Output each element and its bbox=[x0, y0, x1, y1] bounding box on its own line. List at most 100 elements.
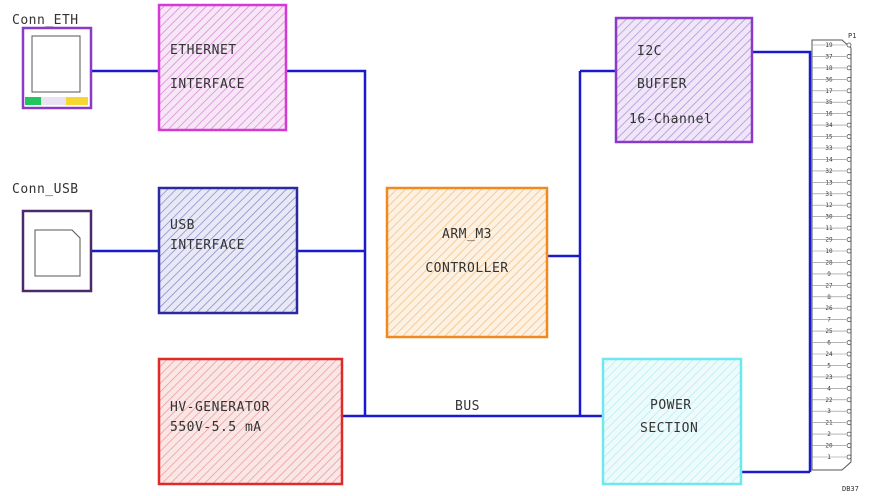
dsub-pin bbox=[846, 317, 852, 323]
dsub-pin-label: 16 bbox=[825, 111, 833, 118]
dsub-pin bbox=[846, 179, 852, 185]
arm-controller-block: ARM_M3 CONTROLLER bbox=[385, 186, 549, 339]
dsub-pin bbox=[846, 248, 852, 254]
dsub-pin-label: 6 bbox=[827, 340, 831, 347]
dsub-pin bbox=[846, 76, 852, 82]
dsub-pin bbox=[846, 454, 852, 460]
dsub-pin bbox=[846, 54, 852, 59]
dsub-pin bbox=[846, 202, 852, 208]
dsub-pin bbox=[846, 260, 852, 265]
i2c-buffer-line2: BUFFER bbox=[637, 77, 687, 92]
dsub-pin bbox=[846, 294, 852, 300]
dsub-pin bbox=[846, 420, 852, 426]
power-section-block: POWER SECTION bbox=[601, 357, 743, 486]
dsub-pin-label: 3 bbox=[827, 408, 831, 415]
dsub-pin-label: 21 bbox=[825, 420, 833, 427]
dsub-pin-label: 35 bbox=[825, 99, 833, 106]
dsub-pin bbox=[846, 237, 852, 242]
dsub-pin bbox=[846, 134, 852, 139]
dsub-pin bbox=[846, 99, 852, 105]
dsub-pin-label: 9 bbox=[827, 271, 831, 278]
dsub-pin-label: 10 bbox=[825, 248, 833, 255]
hv-generator-line2: 550V-5.5 mA bbox=[170, 420, 262, 435]
dsub-pin-label: 31 bbox=[825, 191, 833, 198]
bus-wires bbox=[91, 50, 812, 474]
dsub-pin-label: 27 bbox=[825, 282, 833, 289]
conn-eth-label: Conn_ETH bbox=[12, 13, 79, 28]
dsub-pin-label: 15 bbox=[825, 134, 833, 141]
dsub-pin-label: 1 bbox=[827, 454, 831, 461]
dsub-pin bbox=[846, 397, 852, 403]
dsub-pin bbox=[846, 225, 852, 231]
dsub-pin-label: 28 bbox=[825, 259, 833, 266]
dsub-pin-label: 37 bbox=[825, 53, 833, 60]
dsub-pin bbox=[846, 271, 852, 277]
dsub-pin-label: 22 bbox=[825, 397, 833, 404]
arm-controller-line2: CONTROLLER bbox=[425, 261, 508, 276]
dsub-pin bbox=[846, 363, 852, 368]
bus-label: BUS bbox=[455, 399, 480, 414]
dsub-pin bbox=[846, 191, 852, 197]
dsub-pin-label: 24 bbox=[825, 351, 833, 358]
dsub-part: DB37 bbox=[842, 485, 859, 493]
dsub-pin bbox=[846, 328, 852, 334]
dsub-pin bbox=[846, 65, 852, 71]
dsub-pin-label: 26 bbox=[825, 305, 833, 312]
conn-eth-icon bbox=[21, 26, 93, 110]
dsub-pin-label: 32 bbox=[825, 168, 833, 175]
dsub-pin bbox=[846, 431, 852, 437]
ethernet-interface-line2: INTERFACE bbox=[170, 77, 245, 92]
dsub-pin bbox=[846, 385, 852, 391]
usb-interface-line2: INTERFACE bbox=[170, 238, 245, 253]
dsub-pin-label: 11 bbox=[825, 225, 833, 232]
dsub-pin bbox=[846, 168, 852, 174]
dsub-pin-label: 19 bbox=[825, 42, 833, 49]
dsub-pin bbox=[846, 351, 852, 357]
arm-controller-line1: ARM_M3 bbox=[442, 227, 492, 242]
dsub-pin-label: 30 bbox=[825, 214, 833, 221]
power-section-line1: POWER bbox=[650, 398, 692, 413]
dsub-ref: P1 bbox=[848, 32, 856, 40]
dsub-pin-label: 25 bbox=[825, 328, 833, 335]
dsub-pin bbox=[846, 157, 852, 162]
dsub-pin-label: 14 bbox=[825, 156, 833, 163]
usb-interface-block: USB INTERFACE bbox=[157, 186, 299, 315]
hv-generator-block: HV-GENERATOR 550V-5.5 mA bbox=[157, 357, 344, 486]
dsub-pin bbox=[846, 374, 852, 380]
dsub-pin bbox=[846, 88, 852, 94]
dsub-pin-label: 17 bbox=[825, 88, 833, 95]
dsub-pin-label: 34 bbox=[825, 122, 833, 129]
dsub-pin bbox=[846, 305, 852, 311]
dsub-pin bbox=[846, 214, 852, 220]
i2c-buffer-line3: 16-Channel bbox=[629, 112, 712, 127]
wire-i2c-dsub bbox=[752, 50, 812, 472]
dsub-pin bbox=[846, 42, 852, 48]
dsub-pin bbox=[846, 122, 852, 128]
dsub-pin-label: 20 bbox=[825, 443, 833, 450]
dsub-pin bbox=[846, 340, 852, 345]
dsub-pin-label: 36 bbox=[825, 76, 833, 83]
hv-generator-line1: HV-GENERATOR bbox=[170, 400, 270, 415]
usb-interface-line1: USB bbox=[170, 218, 195, 233]
dsub-pin-label: 5 bbox=[827, 362, 831, 369]
dsub-pin bbox=[846, 408, 852, 414]
ethernet-interface-block: ETHERNET INTERFACE bbox=[157, 3, 288, 132]
ethernet-interface-line1: ETHERNET bbox=[170, 43, 237, 58]
wire-eth-bus bbox=[286, 69, 367, 416]
dsub-pin-label: 23 bbox=[825, 374, 833, 381]
dsub-pin bbox=[846, 145, 852, 151]
dsub-pin-label: 12 bbox=[825, 202, 833, 209]
dsub-pin-label: 2 bbox=[827, 431, 831, 438]
dsub-pin bbox=[846, 443, 852, 448]
i2c-buffer-block: I2C BUFFER 16-Channel bbox=[614, 16, 754, 144]
dsub-pin-label: 7 bbox=[827, 317, 831, 324]
dsub-connector: P1 DB37 19371836173516341533143213311230… bbox=[811, 32, 859, 493]
dsub-pin-label: 13 bbox=[825, 179, 833, 186]
dsub-pin-label: 18 bbox=[825, 65, 833, 72]
dsub-pin-label: 33 bbox=[825, 145, 833, 152]
dsub-pins: 1937183617351634153314321331123011291028… bbox=[812, 42, 852, 461]
dsub-pin-label: 4 bbox=[827, 385, 831, 392]
power-section-line2: SECTION bbox=[640, 421, 698, 436]
dsub-pin bbox=[846, 282, 852, 288]
